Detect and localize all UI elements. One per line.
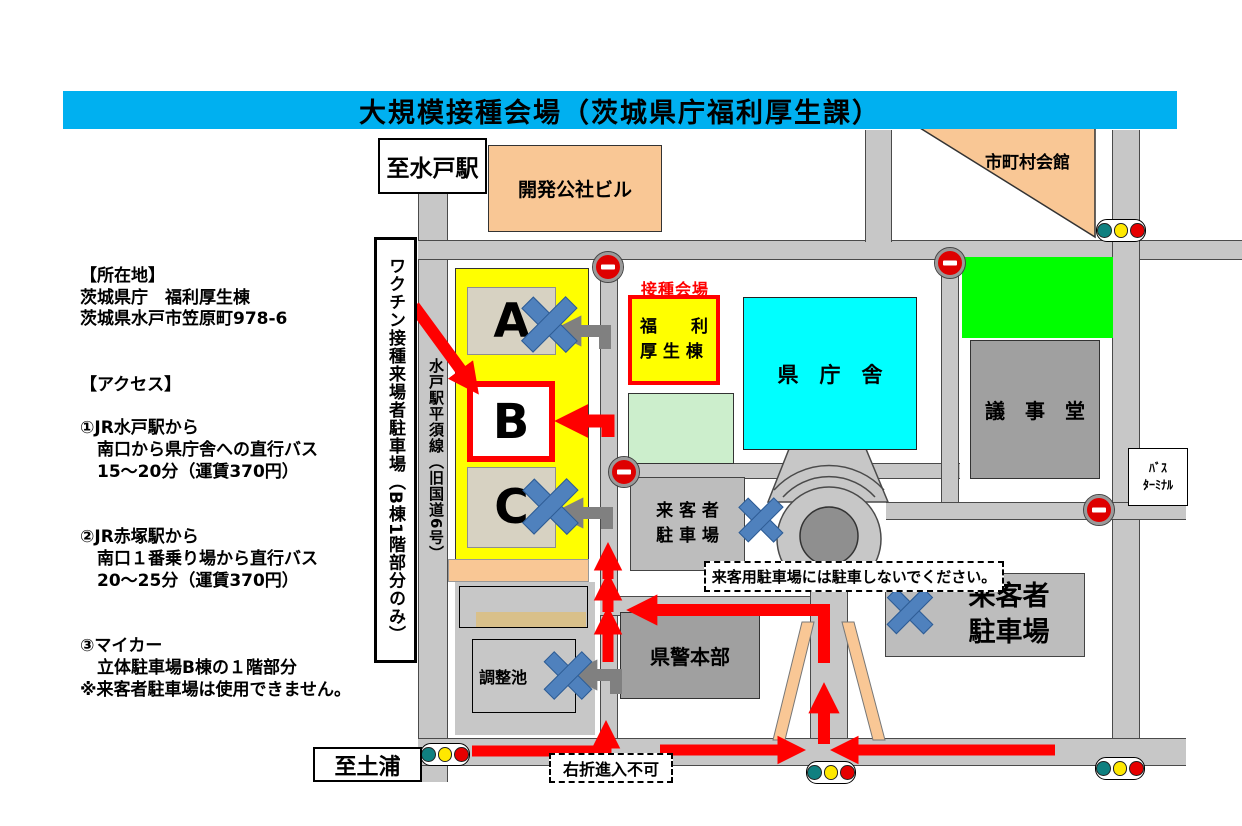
x-mark-garage-c xyxy=(521,478,579,536)
x-mark-chosei xyxy=(543,650,593,700)
signal-red-light xyxy=(454,747,470,762)
dest-mito-station: 至水戸駅 xyxy=(378,138,487,194)
no-entry-sign-northeast xyxy=(934,247,966,279)
blocked-arrow-chosei xyxy=(566,659,622,694)
building-kencho: 県 庁 舎 xyxy=(743,297,917,450)
no-entry-sign-top xyxy=(592,251,624,283)
road-name-label: 水戸駅平須線（旧国道6号） xyxy=(427,358,445,562)
signal-green-light xyxy=(1096,761,1111,776)
building-green xyxy=(962,257,1113,338)
signal-red-light xyxy=(840,765,856,780)
road-branch-top xyxy=(865,130,892,242)
garage-b-label: B xyxy=(492,393,530,450)
x-mark-garage-a xyxy=(520,296,578,354)
signal-green-light xyxy=(421,747,436,762)
traffic-light-bottom-right xyxy=(1095,757,1145,780)
signal-red-light xyxy=(1129,761,1145,776)
building-keikei-label: 県警本部 xyxy=(650,645,730,669)
roundabout-mid-arc xyxy=(782,475,876,498)
no-entry-sign-mid xyxy=(608,456,640,488)
traffic-light-bottom-left xyxy=(420,743,470,766)
no-entry-sign-east xyxy=(1083,494,1115,526)
note-no-parking: 来客用駐車場には駐車しないでください。 xyxy=(704,561,1004,592)
x-mark-visitor-right xyxy=(886,587,934,635)
traffic-light-top-right xyxy=(1096,219,1146,242)
building-kencho-label: 県 庁 舎 xyxy=(777,362,883,387)
building-gijido: 議 事 堂 xyxy=(970,340,1100,479)
garage-b: B xyxy=(467,381,555,462)
road-mito-hirasu-line xyxy=(418,180,448,782)
signal-yellow-light xyxy=(1113,223,1129,238)
chosei-pond-label: 調整池 xyxy=(479,668,528,687)
dest-tsuchiura: 至土浦 xyxy=(313,747,422,782)
signal-yellow-light xyxy=(1112,761,1128,776)
location-text: 【所在地】 茨城県庁 福利厚生棟 茨城県水戸市笠原町978-6 xyxy=(80,265,288,330)
blocked-arrow-garage-c xyxy=(552,497,613,529)
traffic-light-bottom-middle xyxy=(806,761,856,784)
info-panel: 【所在地】 茨城県庁 福利厚生棟 茨城県水戸市笠原町978-6 【アクセス】 ①… xyxy=(80,244,380,745)
signal-yellow-light xyxy=(437,747,453,762)
road-kencho-east xyxy=(941,258,959,510)
ramp-right xyxy=(841,621,886,741)
signal-yellow-light xyxy=(823,765,839,780)
blocked-arrow-garage-a xyxy=(550,315,611,349)
access-route-2: ②JR赤塚駅から 南口１番乗り場から直行バス 20～25分（運賃370円） xyxy=(80,527,318,591)
road-top-horizontal xyxy=(418,240,1242,260)
building-fukuri-kosei: 福 利 厚 生 棟 xyxy=(628,295,720,385)
roundabout-outer-arc xyxy=(773,464,885,491)
vaccine-parking-note-box: ワクチン接種来場者駐車場（B棟1階部分のみ） xyxy=(374,237,417,663)
route-arrow-west xyxy=(626,594,830,663)
leader-arrow-to-garage-b xyxy=(409,302,479,395)
access-heading: 【アクセス】 xyxy=(80,374,182,395)
signal-red-light xyxy=(1130,223,1146,238)
page-title: 大規模接種会場（茨城県庁福利厚生課） xyxy=(63,91,1177,129)
visitor-parking-left: 来 客 者 駐 車 場 xyxy=(630,477,745,571)
building-bus-terminal: ﾊﾞｽ ﾀｰﾐﾅﾙ xyxy=(1128,448,1188,506)
route-arrow-into-b xyxy=(554,404,615,438)
chosei-area xyxy=(455,582,595,735)
building-pale-green xyxy=(628,393,734,464)
access-route-1: ①JR水戸駅から 南口から県庁舎への直行バス 15～20分（運賃370円） xyxy=(80,418,318,482)
chosei-tan-bar xyxy=(476,612,586,627)
orange-strip xyxy=(448,559,589,582)
signal-green-light xyxy=(1097,223,1112,238)
building-kaihatsu-label: 開発公社ビル xyxy=(517,179,632,201)
building-gijido-label: 議 事 堂 xyxy=(985,399,1085,423)
building-kaihatsu: 開発公社ビル xyxy=(488,145,662,232)
building-shichoson-label: 市町村会館 xyxy=(985,153,1070,173)
chosei-upper-structure xyxy=(459,586,588,628)
note-no-right-turn: 右折進入不可 xyxy=(549,753,673,783)
x-mark-visitor-left xyxy=(738,497,784,543)
vaccination-site-label: 接種会場 xyxy=(641,280,710,299)
access-route-3: ③マイカー 立体駐車場B棟の１階部分 ※来客者駐車場は使用できません。 xyxy=(80,636,352,700)
signal-green-light xyxy=(807,765,822,780)
